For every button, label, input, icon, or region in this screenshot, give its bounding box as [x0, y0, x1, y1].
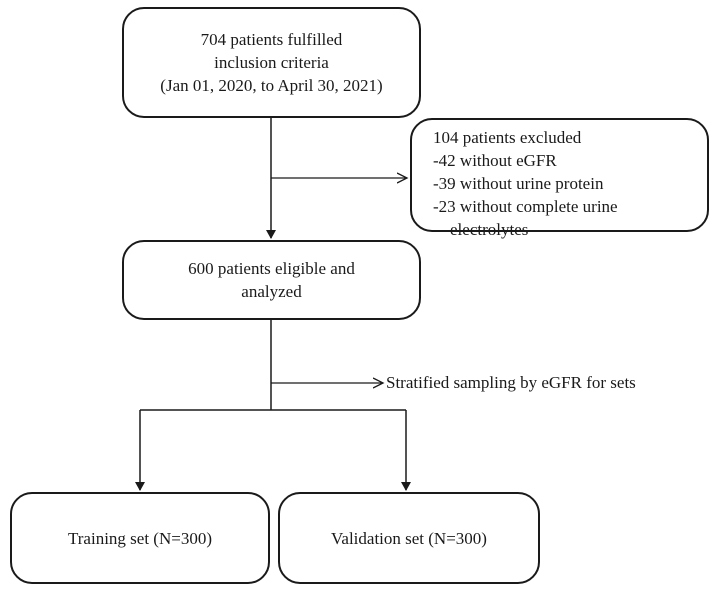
eligible-line-2: analyzed — [241, 282, 302, 301]
eligible-patients-box: 600 patients eligible and analyzed — [122, 240, 421, 320]
excluded-item-urine-electrolytes: -23 without complete urine — [433, 197, 618, 216]
stratified-sampling-label: Stratified sampling by eGFR for sets — [386, 373, 636, 392]
excluded-item-continuation: electrolytes — [450, 220, 529, 239]
excluded-item-urine-protein: -39 without urine protein — [433, 174, 604, 193]
inclusion-line-3: (Jan 01, 2020, to April 30, 2021) — [160, 76, 383, 95]
training-set-label: Training set (N=300) — [67, 528, 212, 548]
excluded-patients-box: 104 patients excluded -42 without eGFR -… — [410, 118, 709, 239]
excluded-title: 104 patients excluded — [433, 128, 582, 147]
excluded-item-egfr: -42 without eGFR — [433, 151, 557, 170]
inclusion-line-1: 704 patients fulfilled — [200, 30, 343, 49]
inclusion-line-2: inclusion criteria — [214, 53, 329, 72]
inclusion-criteria-box: 704 patients fulfilled inclusion criteri… — [122, 7, 421, 118]
eligible-line-1: 600 patients eligible and — [188, 259, 355, 278]
training-set-box: Training set (N=300) — [10, 492, 270, 584]
validation-set-box: Validation set (N=300) — [278, 492, 540, 584]
validation-set-label: Validation set (N=300) — [331, 528, 487, 548]
